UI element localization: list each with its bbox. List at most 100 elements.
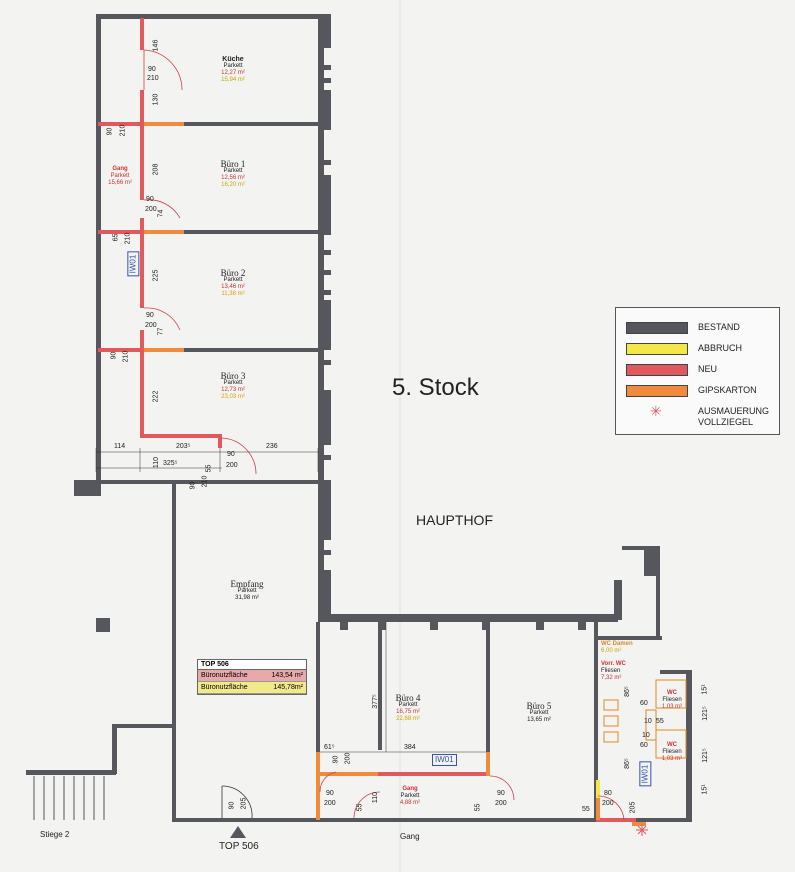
dimension-label: 90 (110, 351, 118, 360)
dimension-label: 200 (145, 206, 157, 213)
room-area-old: 11,38 m² (221, 291, 245, 297)
room-area: 6,00 m² (601, 648, 622, 654)
room-buero2: Büro 2 Parkett 13,46 m² 11,38 m² (205, 269, 261, 298)
room-area: 13,65 m² (527, 717, 551, 723)
dimension-label: 208 (152, 163, 160, 176)
dimension-label: 200 (226, 462, 238, 469)
area-summary-table: TOP 506 Büronutzfläche 143,54 m² Büronut… (197, 659, 307, 695)
dimension-label: 203⁵ (176, 443, 191, 450)
room-floor: Parkett (223, 63, 243, 69)
dimension-label: 74 (157, 209, 165, 218)
dimension-label: 114 (114, 443, 126, 450)
wc-fixtures (603, 679, 687, 759)
wall-type-tag: IW01 (127, 251, 140, 277)
legend-swatch-neu (626, 364, 688, 376)
room-name: Vorr. WC (601, 661, 626, 667)
room-name: WC Damen (601, 641, 633, 647)
room-name: Gang (402, 786, 418, 792)
room-name: Empfang (230, 579, 264, 589)
asterisk-icon: ✳ (650, 403, 662, 419)
dimension-label: 90 (332, 755, 340, 764)
legend-label: BESTAND (698, 322, 740, 332)
dimension-label: 325⁵ (163, 460, 178, 467)
room-name: Büro 3 (220, 371, 246, 381)
door-swing-existing (221, 785, 253, 819)
legend-label: ABBRUCH (698, 343, 743, 353)
room-floor: Parkett (237, 588, 257, 594)
room-name: Büro 1 (220, 159, 246, 169)
room-area-new: 13,46 m² (221, 284, 245, 290)
room-floor: Parkett (223, 380, 243, 386)
room-floor: Parkett (400, 793, 420, 799)
entrance-label: TOP 506 (219, 841, 259, 852)
dimension-label: 55 (474, 803, 482, 812)
stair-label: Stiege 2 (40, 830, 70, 839)
dimension-label: 15¹ (701, 684, 709, 695)
demolished-walls (596, 780, 600, 798)
room-area: 15,66 m² (108, 180, 132, 186)
wall-type-tag: IW01 (639, 761, 652, 787)
wall-type-tag: IW01 (432, 754, 457, 766)
dimension-label: 200 (344, 752, 352, 765)
courtyard-label: HAUPTHOF (416, 512, 493, 528)
room-area: 1,03 m² (661, 756, 683, 762)
room-buero5: Büro 5 Parkett 13,65 m² (516, 701, 562, 724)
dimension-label: 210 (119, 124, 127, 137)
dimension-label: 384 (404, 744, 416, 751)
dimension-label: 200 (145, 322, 157, 329)
legend-label: NEU (698, 364, 718, 374)
dimension-label: 146 (152, 39, 160, 52)
dimension-label: 110 (153, 456, 161, 469)
table-row: Büronutzfläche 145,78m² (198, 682, 306, 694)
dimension-label: 205 (629, 801, 637, 814)
dimension-label: 10 (644, 718, 652, 725)
room-floor: Fliesen (662, 697, 682, 703)
room-wc-damen: WC Damen 6,00 m² (601, 641, 651, 655)
door-swings (143, 49, 625, 821)
dimension-label: 210 (201, 475, 209, 488)
dimension-label: 90 (228, 801, 236, 810)
floor-title: 5. Stock (392, 374, 479, 401)
room-gang-bottom: Gang Parkett 4,88 m² (390, 786, 430, 807)
room-area-old: 15,94 m² (221, 77, 245, 83)
dimension-label: 210 (147, 75, 159, 82)
room-name: Büro 5 (526, 701, 552, 711)
dimension-lines (95, 448, 486, 753)
room-floor: Fliesen (601, 668, 621, 674)
room-name: Gang (112, 166, 128, 172)
room-area-new: 12,27 m² (221, 70, 245, 76)
room-gang-top: Gang Parkett 15,66 m² (100, 166, 140, 187)
dimension-label: 55 (582, 806, 590, 813)
dimension-label: 80 (604, 790, 612, 797)
room-floor: Fliesen (662, 749, 682, 755)
room-name: Küche (222, 56, 244, 63)
row-label: Büronutzfläche (201, 672, 248, 679)
legend-swatch-abbruch (626, 343, 688, 355)
dimension-label: 200 (602, 800, 614, 807)
room-kueche: Küche Parkett 12,27 m² 15,94 m² (205, 56, 261, 84)
existing-walls (26, 14, 692, 838)
drywall-walls (144, 122, 646, 826)
room-area-old: 16,20 m² (221, 182, 245, 188)
dimension-label: 236 (266, 443, 278, 450)
room-area: 31,98 m² (235, 595, 259, 601)
room-vorr-wc: Vorr. WC Fliesen 7,32 m² (601, 661, 651, 682)
dimension-label: 90 (189, 481, 197, 490)
dimension-label: 15¹ (701, 784, 709, 795)
room-name: Büro 4 (395, 693, 421, 703)
dimension-label: 77 (157, 327, 165, 336)
room-area: 1,03 m² (661, 704, 683, 710)
dimension-label: 55 (356, 803, 364, 812)
room-empfang: Empfang Parkett 31,98 m² (215, 579, 279, 602)
room-area: 7,32 m² (601, 675, 622, 681)
room-buero4: Büro 4 Parkett 16,75 m² 22,68 m² (386, 693, 430, 723)
new-walls (98, 18, 636, 822)
room-area-old: 23,03 m² (221, 394, 245, 400)
dimension-label: 377⁵ (371, 694, 379, 709)
row-value: 145,78m² (273, 684, 303, 691)
dimension-label: 110 (372, 791, 380, 804)
legend-label: GIPSKARTON (698, 385, 757, 395)
dimension-label: 90 (146, 312, 154, 319)
room-area: 4,88 m² (399, 800, 421, 806)
table-row: Büronutzfläche 143,54 m² (198, 670, 306, 682)
